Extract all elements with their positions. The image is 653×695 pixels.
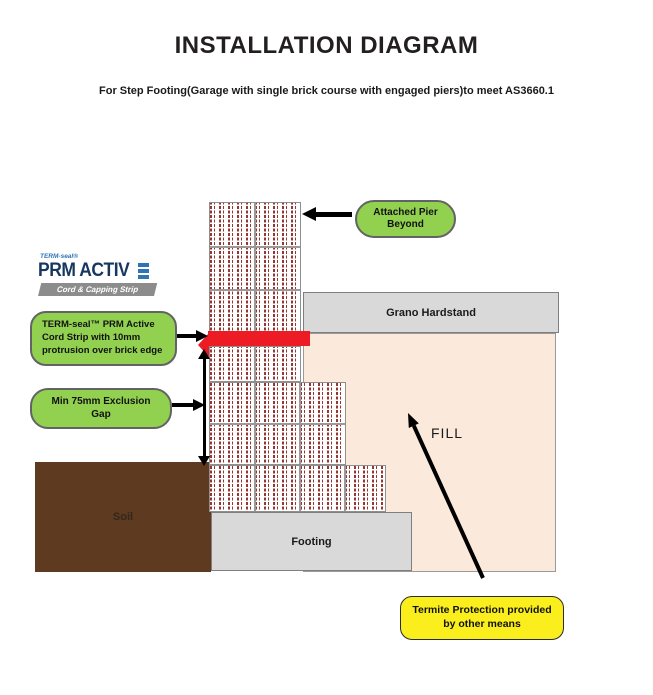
grano-hardstand-label: Grano Hardstand (386, 306, 476, 319)
cord-strip-arrow (177, 334, 199, 338)
red-cord-strip (208, 331, 310, 346)
exclusion-gap-arrowhead (193, 399, 205, 411)
exclusion-gap-label: Min 75mm Exclusion Gap (51, 396, 151, 420)
attached-pier-callout: Attached Pier Beyond (355, 200, 456, 238)
brick-joint-line (210, 289, 300, 291)
footing-block: Footing (211, 512, 412, 571)
cord-strip-label: TERM-seal™ PRM Active Cord Strip with 10… (42, 319, 163, 356)
brick-joint-line (254, 347, 256, 381)
brick-column-top (209, 202, 301, 333)
cord-strip-arrowhead (196, 330, 208, 342)
soil-block: Soil (35, 462, 211, 572)
cord-strip-protrusion (198, 333, 209, 357)
exclusion-gap-measure-line (203, 357, 206, 457)
page-subtitle: For Step Footing(Garage with single bric… (99, 85, 554, 97)
footing-label: Footing (291, 535, 332, 548)
logo-tagline: Cord & Capping Strip (38, 283, 158, 296)
brick-step-1 (209, 346, 301, 382)
fill-arrow (408, 413, 485, 579)
brick-step-2 (209, 382, 346, 465)
attached-pier-label: Attached Pier Beyond (373, 206, 438, 231)
page-title: INSTALLATION DIAGRAM (174, 32, 479, 59)
attached-pier-arrowhead (302, 207, 316, 221)
grano-hardstand-block: Grano Hardstand (303, 292, 559, 333)
brick-joint-line (344, 466, 346, 511)
exclusion-gap-measure-arrowhead-bottom (198, 456, 210, 466)
soil-label: Soil (112, 511, 134, 523)
exclusion-gap-arrow (172, 403, 196, 407)
exclusion-gap-callout: Min 75mm Exclusion Gap (30, 388, 172, 429)
logo-letter-e-bars-icon (138, 263, 150, 279)
termite-protection-callout: Termite Protection provided by other mea… (400, 596, 564, 640)
termite-protection-label: Termite Protection provided by other mea… (412, 604, 552, 630)
brick-joint-line (254, 466, 256, 511)
logo-name-row: PRM ACTIV (38, 260, 170, 282)
logo-brand-text: TERM-seal® (40, 253, 79, 260)
brick-joint-line (254, 203, 256, 332)
prm-active-logo: TERM-seal® PRM ACTIV Cord & Capping Stri… (38, 253, 170, 296)
attached-pier-arrow (314, 212, 352, 217)
brick-joint-line (299, 466, 301, 511)
brick-step-3 (209, 465, 386, 512)
fill-label: FILL (431, 425, 464, 441)
brick-joint-line (210, 246, 300, 248)
cord-strip-callout: TERM-seal™ PRM Active Cord Strip with 10… (30, 311, 177, 366)
logo-name: PRM ACTIV (38, 260, 130, 281)
exclusion-gap-measure-arrowhead-top (198, 349, 210, 359)
brick-joint-line (210, 423, 345, 425)
